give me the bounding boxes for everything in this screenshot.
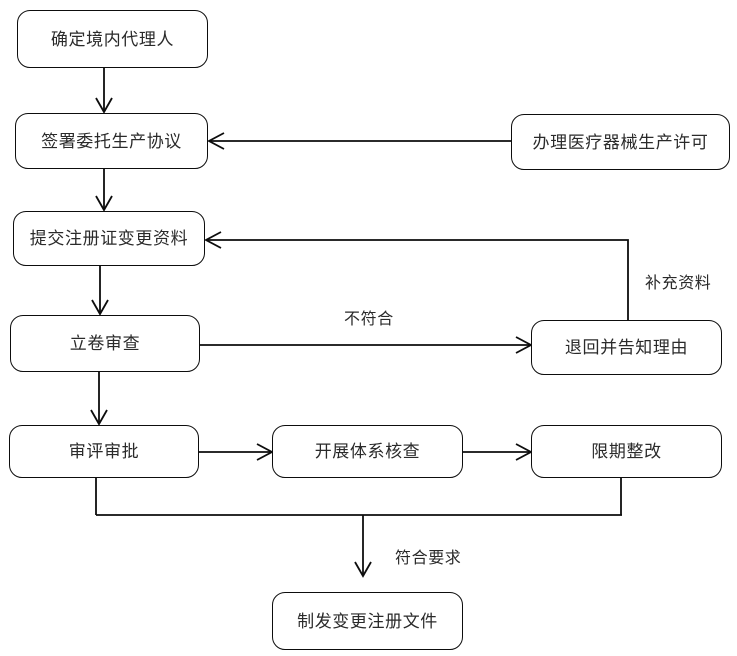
node-label: 制发变更注册文件 [297,611,438,631]
node-issue-change-registration-document[interactable]: 制发变更注册文件 [272,592,463,650]
node-label: 确定境内代理人 [50,29,175,49]
edge-label-meets-requirements: 符合要求 [395,550,462,567]
node-submit-registration-change-materials[interactable]: 提交注册证变更资料 [13,211,205,266]
node-rectify-within-deadline[interactable]: 限期整改 [531,425,722,478]
node-technical-review-approval[interactable]: 审评审批 [9,425,199,478]
node-label: 办理医疗器械生产许可 [532,132,709,152]
edge-n5-n6 [200,336,533,354]
edge-n4-n5 [91,266,109,316]
edge-label-supplementary-materials: 补充资料 [645,275,712,292]
edge-n5-n7 [90,372,108,426]
edge-n1-n2 [95,68,113,114]
node-label: 审评审批 [68,442,140,461]
node-return-and-notify-reason[interactable]: 退回并告知理由 [531,320,722,375]
node-label: 签署委托生产协议 [41,131,182,151]
node-label: 开展体系核查 [314,442,421,461]
edge-n2-n4 [95,169,113,212]
node-label: 提交注册证变更资料 [29,229,189,248]
node-file-review[interactable]: 立卷审查 [10,315,200,372]
node-conduct-system-inspection[interactable]: 开展体系核查 [272,425,463,478]
node-sign-contract-manufacturing-agreement[interactable]: 签署委托生产协议 [15,113,208,169]
node-label: 退回并告知理由 [564,338,689,357]
edge-merge-n10 [95,478,622,578]
node-apply-medical-device-production-license[interactable]: 办理医疗器械生产许可 [511,114,730,170]
edge-n7-n8 [199,443,274,461]
node-label: 限期整改 [591,442,662,461]
node-confirm-domestic-agent[interactable]: 确定境内代理人 [17,10,208,68]
edge-n3-n2 [207,132,511,150]
edge-n8-n9 [463,443,533,461]
node-label: 立卷审查 [69,334,141,353]
edge-n6-n4-feedback [204,231,629,320]
edge-label-not-compliant: 不符合 [344,311,394,328]
